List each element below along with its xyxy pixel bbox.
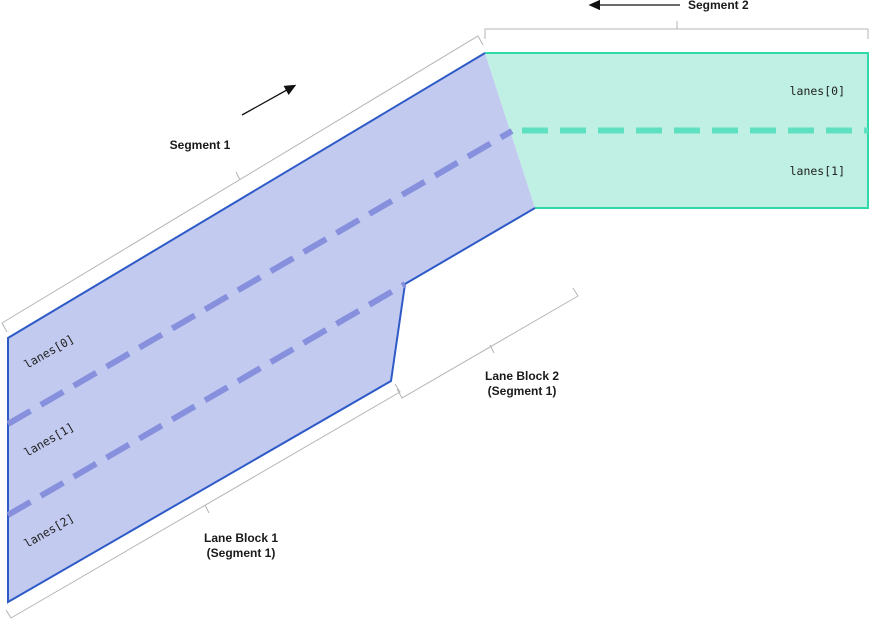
lane-block-2-label-line1: Lane Block 2: [485, 369, 559, 383]
lane-block-1-label-line2: (Segment 1): [207, 546, 276, 560]
segment2-bracket: [484, 21, 869, 39]
segment1-outline: [7, 52, 536, 604]
lane-block-2-bracket: [396, 287, 579, 399]
segment1-direction-arrow: [241, 84, 297, 116]
segment2-lane-label-0: lanes[0]: [790, 84, 845, 98]
segment2-lane-label-1: lanes[1]: [790, 164, 845, 178]
segment1-lane-divider-2: [6, 281, 407, 518]
lane-block-2-label-line2: (Segment 1): [488, 384, 557, 398]
segment1-lane-divider-1: [6, 128, 514, 427]
segment1-label: Segment 1: [170, 138, 231, 152]
segment2-label: Segment 2: [688, 0, 749, 12]
segment1-bracket: [1, 35, 484, 333]
lane-block-1-label-line1: Lane Block 1: [204, 531, 278, 545]
lane-block-1-bracket: [5, 383, 401, 619]
segment1-shape: [8, 53, 535, 602]
